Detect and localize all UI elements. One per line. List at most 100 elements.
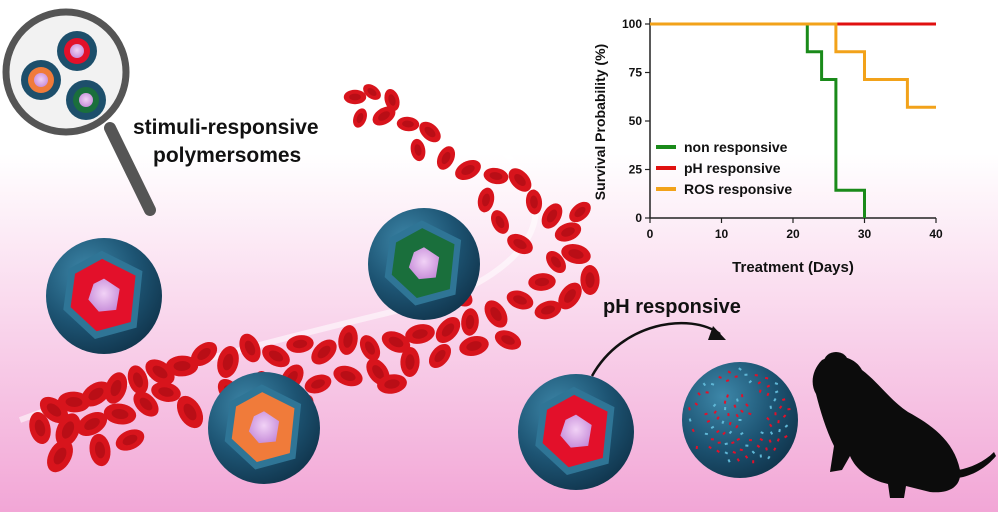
red-blood-cell-icon [103,403,137,425]
chart-x-tick-label: 10 [715,227,729,241]
red-blood-cell-icon [127,365,149,395]
red-blood-cell-icon [494,330,522,350]
chart-x-tick-label: 20 [786,227,800,241]
red-blood-cell-icon [55,413,81,447]
red-blood-cell-icon [286,335,314,353]
chart-tick-labels: 0 10 20 30 40 0 25 50 75 100 [622,17,943,241]
red-blood-cell-icon [104,372,128,404]
red-blood-cell-icon [359,335,381,361]
chart-x-tick-label: 40 [929,227,943,241]
red-blood-cell-icon [461,308,479,336]
red-blood-cell-icon [419,121,441,143]
red-blood-cell-icon [311,339,337,365]
red-blood-cell-icon [47,439,73,473]
chart-x-axis-label: Treatment (Days) [732,259,854,276]
red-blood-cell-icon [410,138,426,162]
polymersome-icon [66,80,106,120]
red-blood-cell-icon [554,222,582,242]
red-blood-cell-icon [400,347,420,377]
red-blood-cells [29,84,600,473]
survival-chart: 0 10 20 30 40 0 25 50 75 100 non responsive pH res… [592,17,943,276]
mouse-icon [812,352,996,498]
chart-series-line [650,22,936,109]
red-blood-cell-icon [580,265,600,295]
red-blood-cell-icon [333,365,363,387]
red-blood-cell-icon [558,282,582,310]
red-blood-cell-icon [483,167,509,185]
red-blood-cell-icon [561,243,591,265]
chart-series-line [650,22,866,218]
red-blood-cell-icon [541,203,563,229]
red-blood-cell-icon [363,84,381,100]
chart-series [650,22,936,218]
red-blood-cell-icon [304,374,332,394]
red-blood-cell-icon [57,391,91,413]
red-blood-cell-icon [396,116,420,132]
chart-y-axis-label: Survival Probability (%) [592,44,608,200]
red-blood-cell-icon [491,210,509,234]
red-blood-cell-icon [39,396,69,424]
chart-x-tick-label: 30 [858,227,872,241]
polymersome-icon [368,208,480,320]
chart-legend-label: pH responsive [684,160,781,176]
red-blood-cell-icon [151,382,181,402]
ph-responsive-label: pH responsive [603,296,741,318]
red-blood-cell-icon [525,189,543,215]
red-blood-cell-icon [546,250,566,274]
polymersome-icon [208,372,320,484]
red-blood-cell-icon [115,429,145,451]
red-blood-cell-icon [377,374,407,394]
curved-arrow-icon [590,321,726,377]
ruptured-polymersome [682,362,798,478]
red-blood-cell-icon [76,411,108,437]
red-blood-cell-icon [477,187,495,213]
red-blood-cell-icon [372,106,396,126]
red-blood-cell-icon [506,290,534,310]
chart-y-tick-label: 75 [629,66,643,80]
polymersome-icon [46,238,162,354]
polymersome-icon [57,31,97,71]
red-blood-cell-icon [428,343,452,369]
red-blood-cell-icon [353,108,367,128]
chart-y-tick-label: 50 [629,114,643,128]
red-blood-cell-icon [528,273,556,291]
red-blood-cell-icon [133,391,159,417]
red-blood-cell-icon [29,411,51,445]
chart-legend-label: ROS responsive [684,181,792,197]
red-blood-cell-icon [508,168,532,192]
red-blood-cell-icon [176,395,204,429]
red-blood-cell-icon [384,89,400,111]
title-line-1: stimuli-responsive [133,116,319,139]
red-blood-cell-icon [165,355,199,377]
chart-legend-label: non responsive [684,139,788,155]
red-blood-cell-icon [484,300,508,328]
red-blood-cell-icon [145,359,175,385]
red-blood-cell-icon [89,433,111,467]
red-blood-cell-icon [381,331,411,353]
red-blood-cell-icon [190,341,218,367]
red-blood-cell-icon [569,201,591,223]
chart-y-tick-label: 100 [622,17,642,31]
red-blood-cell-icon [455,159,481,181]
red-blood-cell-icon [343,89,367,105]
title-line-2: polymersomes [153,144,302,167]
red-blood-cell-icon [436,146,456,170]
chart-axes [645,18,937,223]
chart-y-tick-label: 0 [635,211,642,225]
polymersomes [46,208,634,490]
red-blood-cell-icon [459,336,489,356]
red-blood-cell-icon [262,344,290,368]
chart-y-tick-label: 25 [629,163,643,177]
polymersome-icon [518,374,634,490]
red-blood-cell-icon [239,333,261,363]
magnifier-icon [2,8,156,216]
chart-x-tick-label: 0 [647,227,654,241]
polymersome-icon [21,60,61,100]
red-blood-cell-icon [435,317,461,343]
red-blood-cell-icon [217,346,239,378]
red-blood-cell-icon [507,233,533,255]
red-blood-cell-icon [534,300,562,320]
